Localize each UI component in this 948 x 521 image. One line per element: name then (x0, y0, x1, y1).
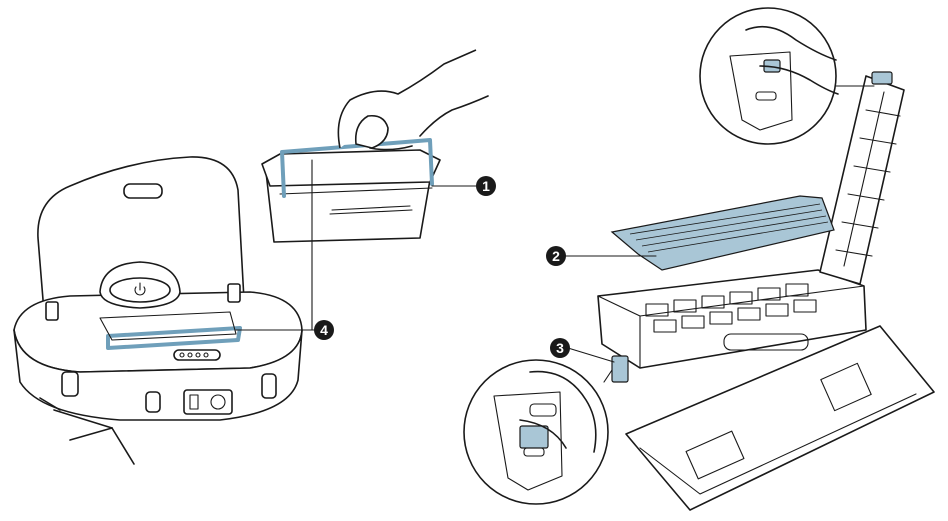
status-dots (179, 352, 209, 358)
callout-3: 3 (550, 338, 570, 358)
leader-lines (235, 159, 657, 363)
hinge-left (45, 301, 59, 321)
power-icon (134, 282, 146, 296)
callout-4: 4 (314, 320, 334, 340)
tray-grid (645, 283, 817, 333)
filter-frame (819, 75, 905, 285)
front-window-right (261, 373, 277, 399)
filter-frame-grid (835, 91, 901, 267)
front-window-left (61, 371, 79, 397)
zoom-detail-top (699, 7, 875, 145)
filter-assembly (597, 71, 935, 511)
hinge-right (227, 283, 241, 303)
filter-pleats (629, 203, 829, 253)
callout-1: 1 (476, 176, 496, 196)
svg-text:3: 3 (556, 340, 564, 356)
lid-handle (123, 183, 163, 199)
zoom-detail-bottom (463, 359, 613, 505)
svg-text:4: 4 (320, 322, 328, 338)
frame-tab-highlight (871, 71, 893, 85)
front-window-mid (145, 391, 161, 413)
callout-2: 2 (546, 246, 566, 266)
dustbin-removed (261, 49, 489, 243)
camera-module (183, 389, 233, 415)
bin-housing (625, 325, 935, 511)
svg-text:1: 1 (482, 178, 490, 194)
dustbin-handle-highlight (280, 138, 434, 198)
robot-lid (37, 156, 245, 313)
robot-vacuum (13, 156, 303, 465)
hand-icon (337, 49, 489, 151)
svg-text:2: 2 (552, 248, 560, 264)
side-brush (39, 397, 135, 465)
dustbin-lid (261, 149, 441, 187)
latch-highlight (611, 355, 629, 383)
status-panel (173, 349, 221, 361)
dustbin-slot-highlight (106, 326, 242, 350)
